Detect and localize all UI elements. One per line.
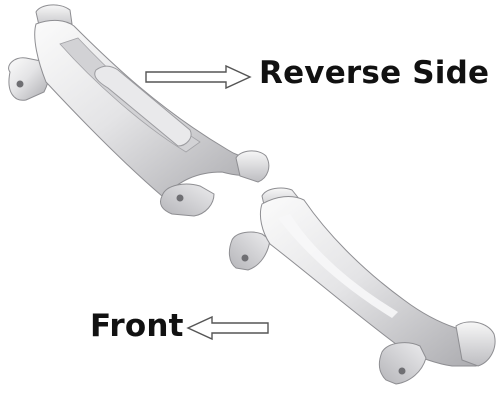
front-adapter xyxy=(228,187,496,385)
left-arrow-icon xyxy=(186,315,269,341)
reverse-side-label: Reverse Side xyxy=(259,55,490,91)
front-label: Front xyxy=(90,308,184,344)
right-arrow-icon xyxy=(145,64,252,90)
reverse-side-adapter xyxy=(8,4,270,217)
